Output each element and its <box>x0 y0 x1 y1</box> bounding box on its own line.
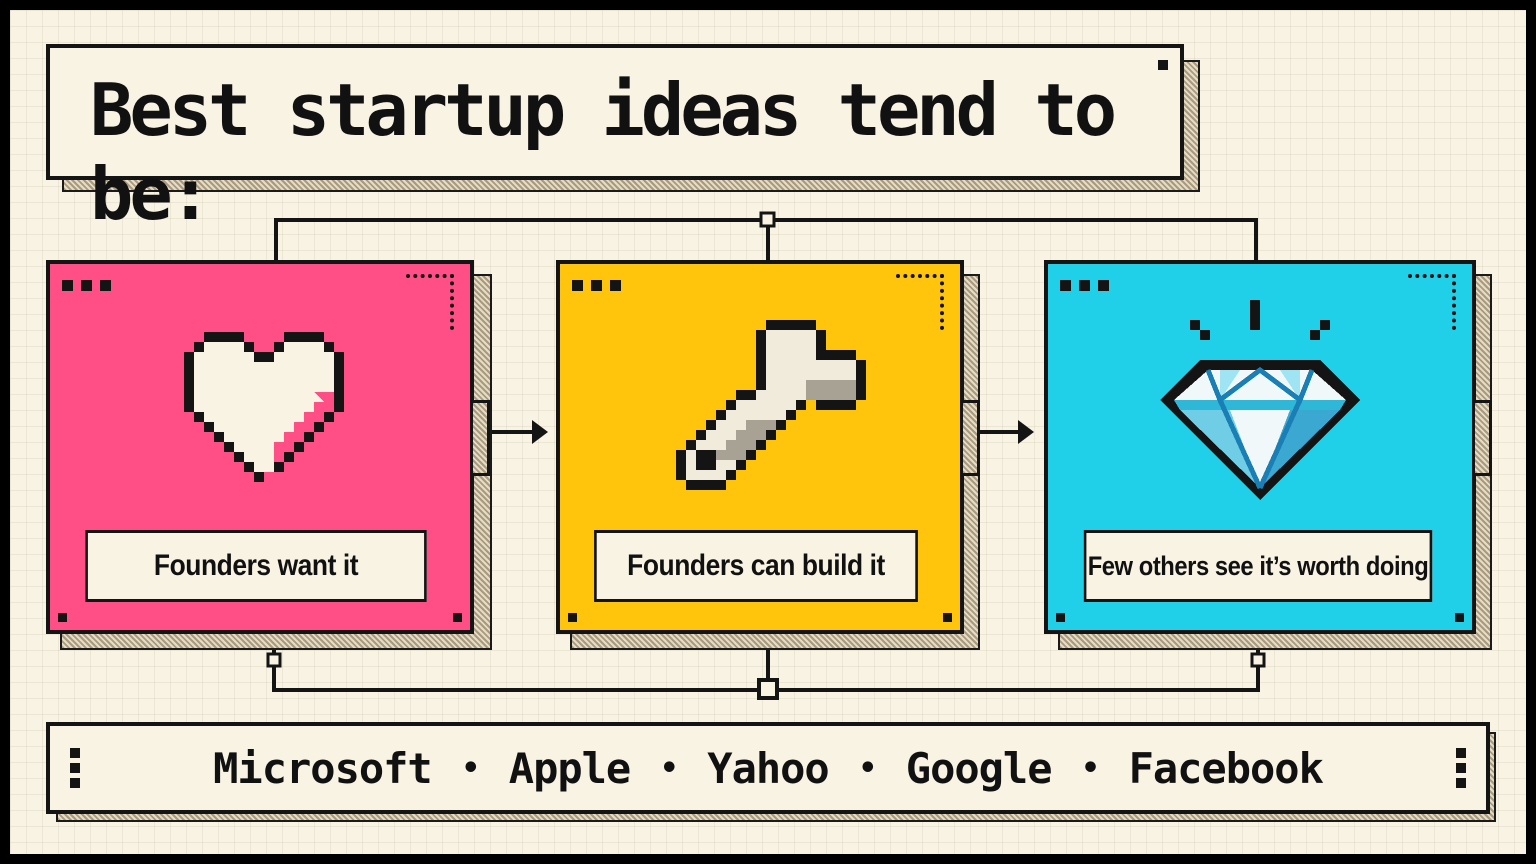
canvas: Best startup ideas tend to be: Founders … <box>10 10 1526 854</box>
window-dots <box>572 276 632 291</box>
card-notch <box>963 400 980 476</box>
corner-marker <box>1158 60 1168 70</box>
companies-list: Microsoft • Apple • Yahoo • Google • Fac… <box>213 743 1324 793</box>
company-name: Yahoo <box>707 743 829 793</box>
connector-lines <box>266 211 1266 700</box>
heart-icon <box>184 332 344 482</box>
card-notch <box>1475 400 1492 476</box>
page-title: Best startup ideas tend to be: <box>90 68 1117 236</box>
companies-bar: Microsoft • Apple • Yahoo • Google • Fac… <box>46 722 1490 814</box>
grip-dots-right <box>1456 748 1466 793</box>
card-few-others-see-it: Few others see it’s worth doing <box>1044 260 1492 634</box>
wrench-icon <box>676 320 866 490</box>
diamond-icon <box>1160 300 1360 500</box>
grip-dots-left <box>70 748 80 793</box>
card-notch <box>473 400 490 476</box>
card-founders-can-build-it: Founders can build it <box>556 260 980 634</box>
card-label: Founders can build it <box>594 530 918 602</box>
title-box: Best startup ideas tend to be: <box>46 44 1184 236</box>
company-name: Microsoft <box>213 743 433 793</box>
company-name: Apple <box>508 743 631 793</box>
window-dots <box>62 276 122 291</box>
card-label: Founders want it <box>85 530 427 602</box>
dotted-corner <box>1408 274 1456 330</box>
dotted-corner <box>896 274 944 330</box>
card-founders-want-it: Founders want it <box>46 260 490 634</box>
card-label: Few others see it’s worth doing <box>1083 530 1433 602</box>
dotted-corner <box>406 274 454 330</box>
company-name: Facebook <box>1128 743 1324 793</box>
window-dots <box>1060 276 1120 291</box>
company-name: Google <box>905 743 1053 793</box>
